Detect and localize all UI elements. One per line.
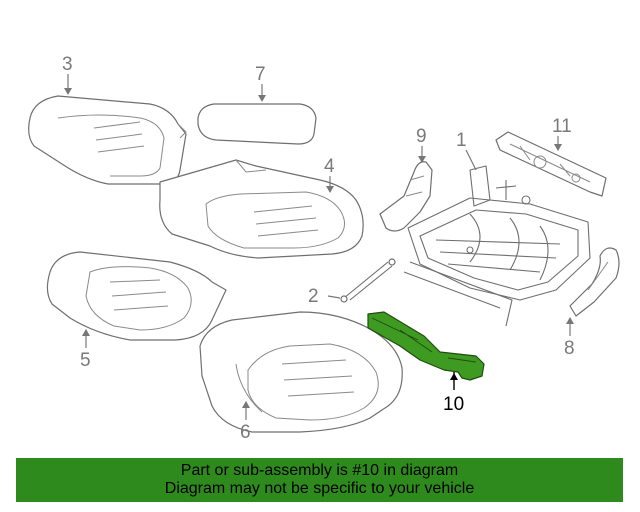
callout-10: 10 (443, 394, 464, 415)
callout-5: 5 (80, 350, 91, 371)
part-4-seat-back (159, 159, 364, 259)
callout-8: 8 (564, 338, 575, 359)
callout-2: 2 (308, 286, 319, 307)
callout-4: 4 (324, 156, 335, 177)
part-5-cushion-cover (46, 251, 227, 341)
part-1-seat-frame (403, 165, 591, 327)
part-10-highlighted[interactable] (367, 311, 485, 381)
banner-line-2: Diagram may not be specific to your vehi… (164, 480, 475, 497)
callout-1: 1 (456, 130, 467, 151)
callout-11: 11 (552, 116, 572, 137)
callout-7: 7 (255, 64, 266, 85)
part-7-pad (197, 103, 317, 145)
part-8-side-trim (569, 247, 620, 317)
callout-9: 9 (416, 126, 427, 147)
part-9-bracket (379, 161, 433, 232)
part-6-seat-cushion (199, 311, 403, 433)
part-2-strut (340, 258, 396, 303)
info-banner: Part or sub-assembly is #10 in diagram D… (16, 458, 623, 502)
callout-3: 3 (62, 54, 73, 75)
part-3-seat-cover (28, 95, 187, 185)
callout-6: 6 (240, 422, 251, 443)
banner-line-1: Part or sub-assembly is #10 in diagram (180, 462, 459, 479)
part-11-panel (495, 131, 607, 197)
